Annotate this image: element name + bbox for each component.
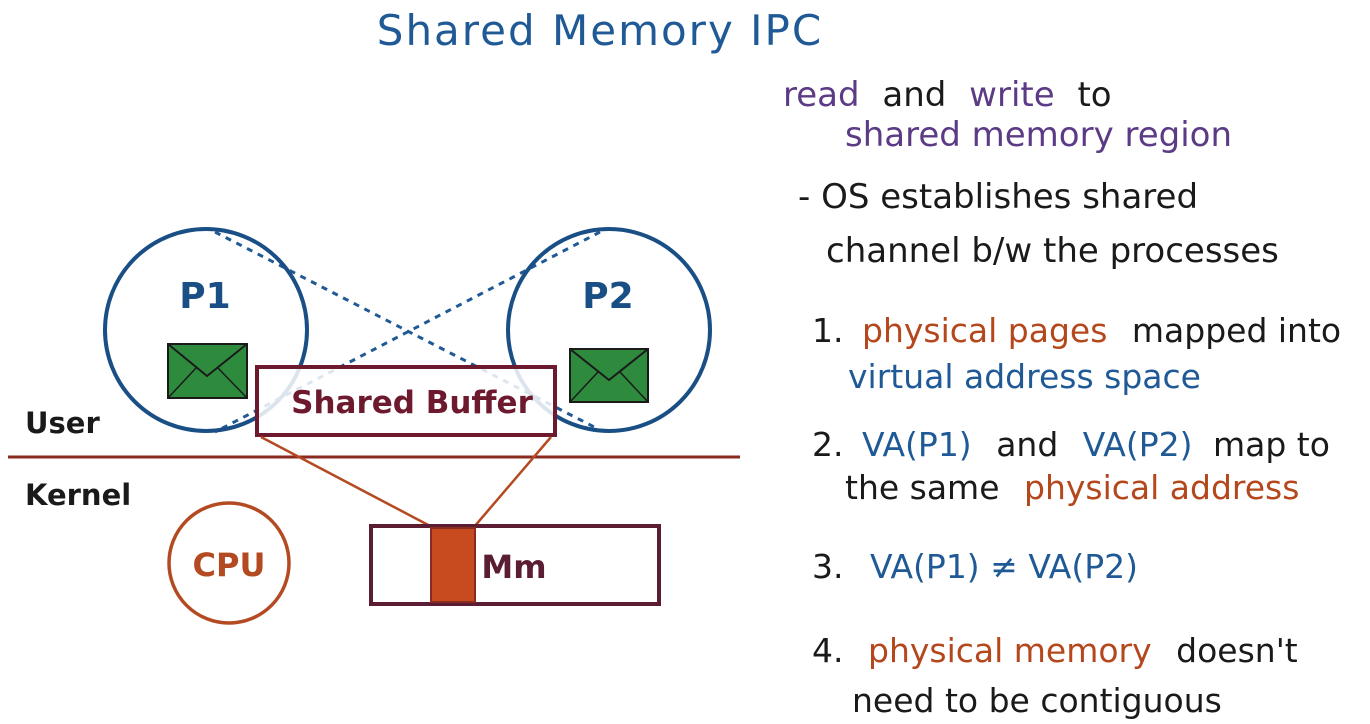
- mapping-line-right: [473, 436, 552, 528]
- note-item2-and: and: [996, 425, 1058, 464]
- cpu-circle: [167, 501, 291, 625]
- note-write: write: [969, 75, 1054, 115]
- note-item2-line1: 2. VA(P1) and VA(P2) map to: [812, 425, 1330, 464]
- process-p1-label: P1: [179, 276, 230, 317]
- note-item2-the-same: the same: [845, 468, 1000, 507]
- shared-memory-page: [430, 527, 476, 603]
- note-item3-number: 3.: [812, 547, 844, 586]
- note-item1-mapped-into: mapped into: [1132, 311, 1341, 350]
- shared-buffer-label: Shared Buffer: [291, 385, 533, 421]
- notes-panel: read and write to shared memory region -…: [783, 75, 1341, 720]
- main-memory-label: Mm: [481, 548, 546, 586]
- main-memory-box: [369, 524, 661, 606]
- note-item4-doesnt: doesn't: [1176, 631, 1298, 670]
- note-item4-physical-memory: physical memory: [868, 631, 1152, 670]
- note-item2-line2: the same physical address: [845, 468, 1299, 507]
- note-item2-physical-address: physical address: [1024, 468, 1299, 507]
- envelope-icon: [569, 348, 649, 403]
- note-intro-line2: shared memory region: [845, 115, 1232, 155]
- note-item2-va-p1: VA(P1): [862, 425, 972, 464]
- note-item1-number: 1.: [812, 311, 844, 350]
- note-read: read: [783, 75, 860, 115]
- note-item1-line1: 1. physical pages mapped into: [812, 311, 1341, 350]
- note-item2-number: 2.: [812, 425, 844, 464]
- note-item2-map-to: map to: [1213, 425, 1330, 464]
- kernel-space-label: Kernel: [25, 478, 131, 512]
- page-title: Shared Memory IPC: [377, 6, 823, 55]
- note-item1-physical-pages: physical pages: [862, 311, 1107, 350]
- note-item2-va-p2: VA(P2): [1083, 425, 1193, 464]
- process-p2-label: P2: [582, 276, 633, 317]
- shared-buffer-box: [255, 365, 557, 437]
- process-p2-circle: [506, 227, 712, 433]
- note-to: to: [1077, 75, 1111, 115]
- note-item3-text: VA(P1) ≠ VA(P2): [870, 547, 1138, 586]
- note-bullet-line1: - OS establishes shared: [798, 177, 1198, 217]
- note-item4-line2: need to be contiguous: [852, 681, 1222, 720]
- mapping-line-left: [260, 435, 433, 529]
- note-and: and: [882, 75, 946, 115]
- cpu-label: CPU: [193, 546, 266, 584]
- note-item4-line1: 4. physical memory doesn't: [812, 631, 1298, 670]
- process-p1-circle: [103, 227, 309, 433]
- note-item3: 3. VA(P1) ≠ VA(P2): [812, 547, 1138, 586]
- note-bullet-line2: channel b/w the processes: [826, 231, 1279, 271]
- note-item4-number: 4.: [812, 631, 844, 670]
- envelope-icon: [167, 343, 248, 399]
- note-item1-line2: virtual address space: [848, 357, 1201, 396]
- note-intro-line1: read and write to: [783, 75, 1112, 115]
- user-space-label: User: [25, 406, 100, 440]
